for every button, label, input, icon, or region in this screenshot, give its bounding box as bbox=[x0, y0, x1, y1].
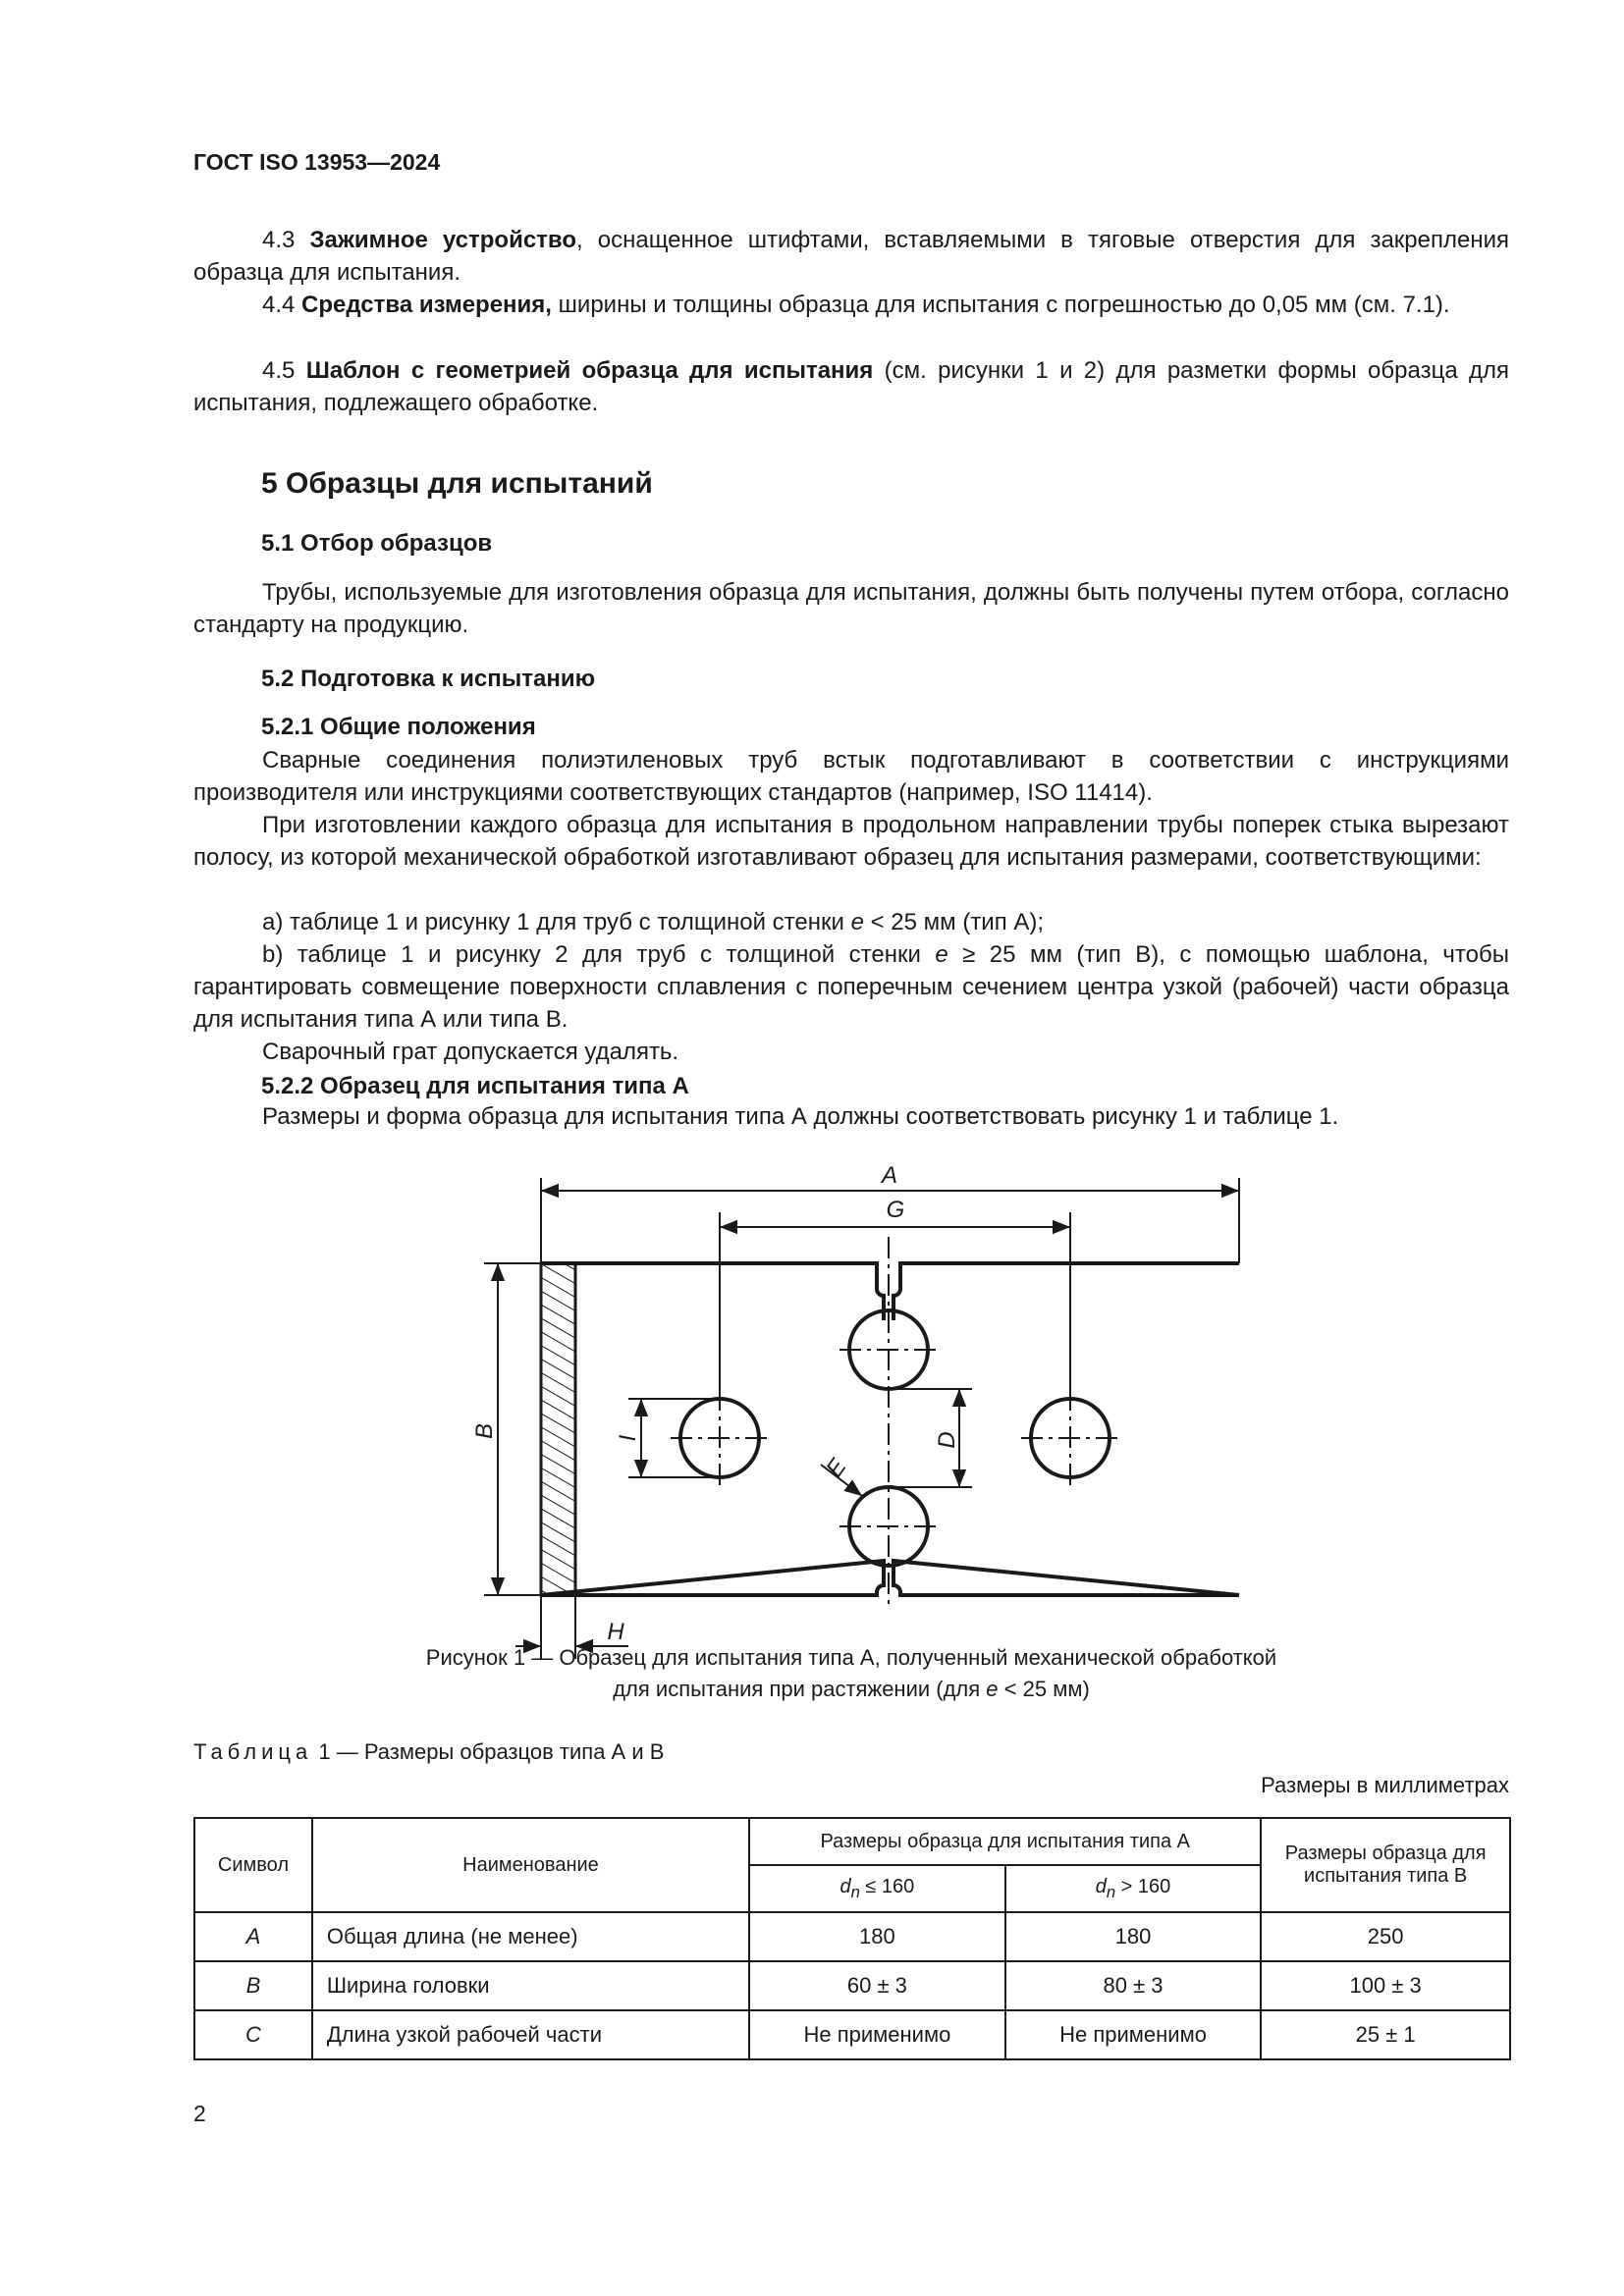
cell-symbol: C bbox=[193, 2009, 313, 2060]
dim-label-g: G bbox=[887, 1197, 905, 1223]
cell-type-a-large: Не применимо bbox=[1003, 2009, 1263, 2060]
clause-term: Средства измерения, bbox=[301, 292, 552, 318]
dim-label-h: H bbox=[607, 1619, 624, 1645]
page-number: 2 bbox=[193, 2101, 206, 2126]
clause-text: (см. рисунки 1 и 2) для разметки формы о… bbox=[193, 357, 1510, 416]
dim-label-d: D bbox=[934, 1431, 960, 1448]
clause-text: , оснащенное штифтами, вставляемыми в тя… bbox=[193, 227, 1509, 286]
variable-d: d bbox=[1095, 1875, 1107, 1897]
header-type-b: Размеры образца для испытания типа В bbox=[1260, 1817, 1511, 1913]
dim-label-a: A bbox=[880, 1162, 897, 1189]
cell-type-a-small: Не применимо bbox=[748, 2009, 1006, 2060]
subsection-5-1-heading: 5.1 Отбор образцов bbox=[261, 530, 493, 557]
list-text: < 25 мм (тип А); bbox=[863, 909, 1045, 935]
table-caption-label: Таблица bbox=[193, 1739, 313, 1764]
cell-type-a-large: 80 ± 3 bbox=[1003, 1960, 1263, 2011]
list-text: ≥ 25 мм (тип В), с помощью шаблона, чтоб… bbox=[193, 941, 1509, 1033]
subheader-dn-gt-160: dn > 160 bbox=[1003, 1864, 1263, 1913]
table-units-note: Размеры в миллиметрах bbox=[1261, 1773, 1509, 1797]
paragraph-welding: Сварные соединения полиэтиленовых труб в… bbox=[193, 747, 1509, 806]
clause-number: 4.4 bbox=[262, 292, 296, 318]
document-code-header: ГОСТ ISO 13953—2024 bbox=[193, 149, 441, 175]
clause-4-4: 4.4 Средства измерения, ширины и толщины… bbox=[193, 289, 1509, 321]
subsection-5-2-1-heading: 5.2.1 Общие положения bbox=[261, 714, 536, 740]
dim-label-i: I bbox=[615, 1434, 641, 1441]
paragraph-cutting: При изготовлении каждого образца для исп… bbox=[193, 812, 1509, 871]
header-symbol: Символ bbox=[193, 1817, 313, 1913]
subscript-n: n bbox=[1106, 1882, 1116, 1901]
cell-name: Ширина головки bbox=[310, 1960, 751, 2011]
condition-text: > 160 bbox=[1115, 1875, 1171, 1897]
cell-name: Длина узкой рабочей части bbox=[310, 2009, 751, 2060]
caption-line: Рисунок 1 — Образец для испытания типа А… bbox=[425, 1645, 1277, 1670]
paragraph-burr: Сварочный грат допускается удалять. bbox=[262, 1039, 679, 1065]
variable-e: e bbox=[935, 941, 948, 968]
subsection-5-2-heading: 5.2 Подготовка к испытанию bbox=[261, 666, 596, 692]
list-item-b: b) таблице 1 и рисунку 2 для труб с толщ… bbox=[193, 938, 1509, 1036]
dim-label-b: B bbox=[471, 1423, 498, 1439]
condition-text: ≤ 160 bbox=[859, 1875, 915, 1897]
cell-name: Общая длина (не менее) bbox=[310, 1911, 751, 1962]
cell-type-a-large: 180 bbox=[1003, 1911, 1263, 1962]
table-1-caption: Таблица 1 — Размеры образцов типа А и В bbox=[193, 1739, 664, 1765]
variable-d: d bbox=[839, 1875, 851, 1897]
clause-number: 4.5 bbox=[262, 357, 296, 384]
clause-number: 4.3 bbox=[262, 227, 296, 253]
cell-type-b: 100 ± 3 bbox=[1260, 1960, 1511, 2011]
variable-e: e bbox=[850, 909, 864, 935]
clause-term: Зажимное устройство bbox=[309, 227, 577, 253]
table-row: C Длина узкой рабочей части Не применимо… bbox=[193, 2009, 1511, 2060]
list-item-a: a) таблице 1 и рисунку 1 для труб с толщ… bbox=[193, 906, 1509, 938]
cell-symbol: B bbox=[193, 1960, 313, 2011]
list-text: a) таблице 1 и рисунку 1 для труб с толщ… bbox=[262, 909, 851, 935]
section-5-heading: 5 Образцы для испытаний bbox=[261, 467, 653, 500]
figure-1-caption: Рисунок 1 — Образец для испытания типа А… bbox=[193, 1642, 1509, 1705]
clause-term: Шаблон с геометрией образца для испытани… bbox=[305, 357, 874, 384]
cell-type-b: 25 ± 1 bbox=[1260, 2009, 1511, 2060]
header-name: Наименование bbox=[310, 1817, 751, 1913]
dim-label-e: E bbox=[821, 1454, 852, 1482]
table-caption-text: 1 — Размеры образцов типа А и В bbox=[312, 1739, 665, 1764]
variable-e: e bbox=[986, 1677, 999, 1701]
subscript-n: n bbox=[850, 1882, 860, 1901]
caption-line: для испытания при растяжении (для e < 25… bbox=[193, 1674, 1509, 1705]
cell-type-a-small: 60 ± 3 bbox=[748, 1960, 1006, 2011]
clause-4-3: 4.3 Зажимное устройство, оснащенное штиф… bbox=[193, 224, 1509, 289]
clause-4-5: 4.5 Шаблон с геометрией образца для испы… bbox=[193, 354, 1509, 419]
cell-type-b: 250 bbox=[1260, 1911, 1511, 1962]
subsection-5-1-text: Трубы, используемые для изготовления обр… bbox=[193, 579, 1509, 638]
subsection-5-2-2-heading: 5.2.2 Образец для испытания типа А bbox=[261, 1073, 689, 1099]
header-type-a: Размеры образца для испытания типа А bbox=[748, 1817, 1263, 1866]
clause-text: ширины и толщины образца для испытания с… bbox=[551, 292, 1450, 318]
specimen-left-half bbox=[540, 1261, 886, 1597]
weld-hatched-zone bbox=[539, 1261, 577, 1597]
table-row: B Ширина головки 60 ± 3 80 ± 3 100 ± 3 bbox=[193, 1960, 1511, 2011]
cell-type-a-small: 180 bbox=[748, 1911, 1006, 1962]
paragraph-type-a: Размеры и форма образца для испытания ти… bbox=[262, 1103, 1339, 1130]
caption-text: < 25 мм) bbox=[998, 1677, 1090, 1701]
table-row: A Общая длина (не менее) 180 180 250 bbox=[193, 1911, 1511, 1962]
specimen-right-half bbox=[892, 1261, 1240, 1597]
caption-text: для испытания при растяжении (для bbox=[613, 1677, 987, 1701]
list-text: b) таблице 1 и рисунку 2 для труб с толщ… bbox=[262, 941, 936, 968]
cell-symbol: A bbox=[193, 1911, 313, 1962]
subheader-dn-le-160: dn ≤ 160 bbox=[748, 1864, 1006, 1913]
table-1-dimensions: Символ Наименование Размеры образца для … bbox=[193, 1817, 1511, 2060]
